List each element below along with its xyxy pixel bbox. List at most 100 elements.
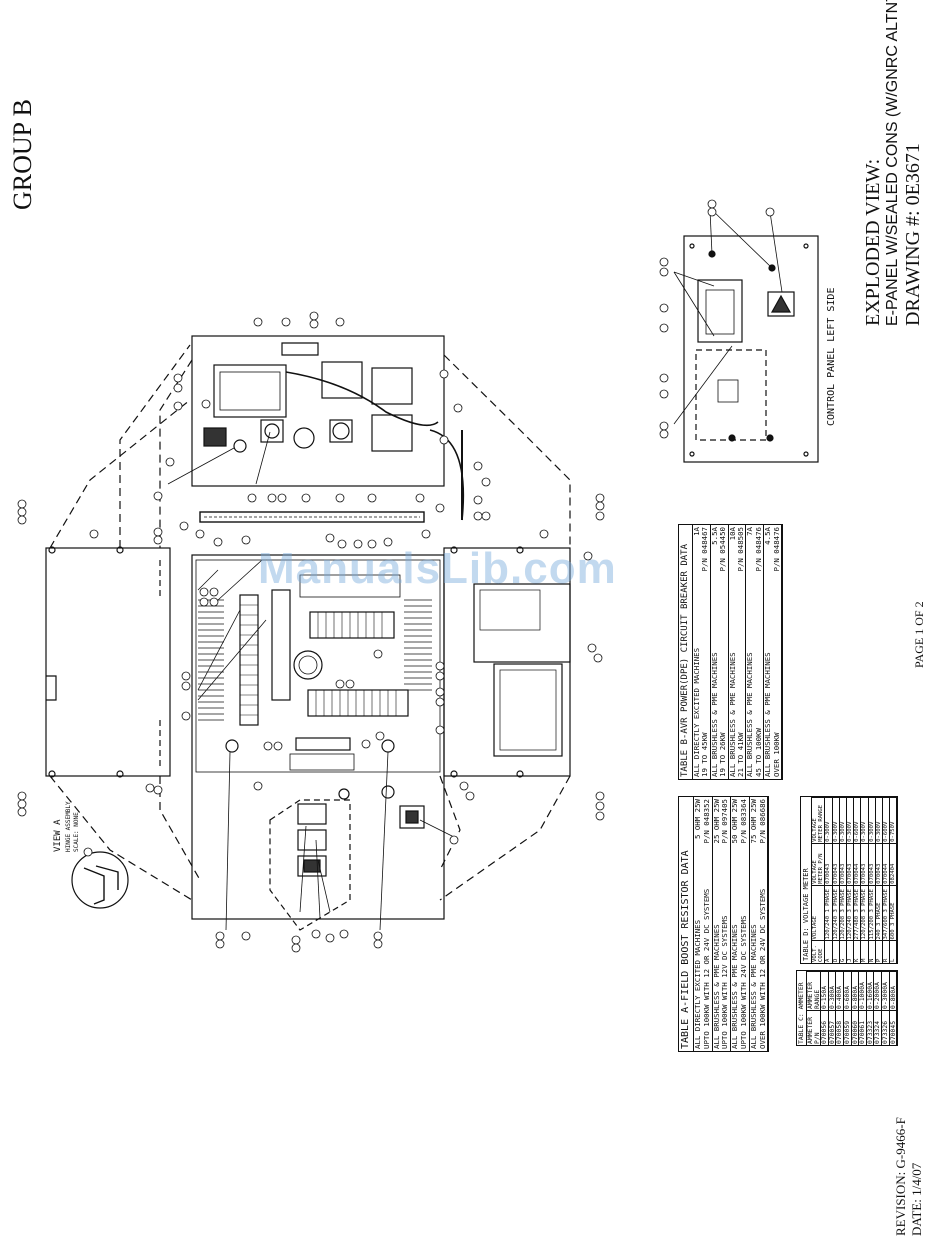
table-cell: P/N 097405 <box>720 799 730 844</box>
table-cell: 070043 <box>875 842 883 885</box>
table-a: TABLE A-FIELD BOOST RESISTOR DATA ALL DI… <box>678 796 770 1052</box>
table-cell: 070043 <box>825 842 832 885</box>
table-cell: 070044 <box>854 842 861 885</box>
terminal-strip-upper <box>213 364 287 418</box>
table-cell: OVER 100KW <box>771 732 781 778</box>
table-cell: 0-300V <box>875 796 883 843</box>
table-b: TABLE B-AVR POWER(DPE) CIRCUIT BREAKER D… <box>678 524 784 780</box>
table-cell: UPTO 100KW WITH 24V DC SYSTEMS <box>738 915 748 1050</box>
table-cell: P/N 048505 <box>736 527 746 572</box>
table-cell: 070043 <box>868 842 875 885</box>
table-cell: 0-400A <box>836 971 843 1010</box>
heat-sink-left <box>198 599 224 721</box>
rotary-switch <box>293 650 323 680</box>
table-cell: 0-300V <box>832 796 839 843</box>
table-cell: 070043 <box>832 842 839 885</box>
watermark: ManualsLib.com <box>258 544 617 593</box>
table-cell: 19 TO 45KW <box>700 732 710 778</box>
vertical-rail <box>271 589 291 701</box>
table-cell: 070043 <box>861 842 868 885</box>
table-cell: 070060 <box>851 1010 859 1045</box>
indicator-box <box>695 349 767 441</box>
table-cell: M <box>861 940 868 963</box>
table-header-cell: VOLTAGE <box>812 884 825 941</box>
table-cell: L <box>890 940 897 963</box>
table-cell: 0-3000A <box>881 971 889 1010</box>
table-cell: 070058 <box>836 1010 843 1045</box>
table-cell: P/N 083364 <box>738 799 748 844</box>
table-cell: A <box>825 940 832 963</box>
table-header-cell: AMMETER RANGE <box>806 971 821 1010</box>
heat-sink-right <box>404 599 432 691</box>
relay-1 <box>321 361 363 399</box>
table-cell: 070043 <box>847 842 854 885</box>
table-cell: 070057 <box>828 1010 836 1045</box>
table-cell: 0-600V <box>854 796 861 843</box>
hinge-detail <box>71 851 129 909</box>
callout-balloons <box>17 199 775 953</box>
table-cell: 0-300V <box>861 796 868 843</box>
table-cell: 21 TO 41KW <box>736 732 746 778</box>
table-a-title: TABLE A-FIELD BOOST RESISTOR DATA <box>679 797 694 1051</box>
gauge-box <box>697 279 743 343</box>
table-cell: 0-300V <box>868 796 875 843</box>
relay-2 <box>371 367 413 405</box>
table-cell: K <box>854 940 861 963</box>
table-cell: 070043 <box>839 842 847 885</box>
table-header-cell: AMMETER P/N <box>806 1010 821 1045</box>
table-cell: 0-1600A <box>866 971 874 1010</box>
table-cell: 0-600A <box>843 971 851 1010</box>
table-cell: 073323 <box>866 1010 874 1045</box>
table-cell: UPTO 100KW WITH 12V DC SYSTEMS <box>720 915 730 1050</box>
table-cell: 0-800A <box>851 971 859 1010</box>
table-cell: 347/600 3 PHASE <box>883 884 890 941</box>
table-cell: P/N 048467 <box>700 527 710 572</box>
table-cell: 45 TO 100KW <box>753 728 763 777</box>
table-cell: D <box>832 940 839 963</box>
table-d-title: TABLE D: VOLTAGE METER <box>801 797 812 963</box>
control-panel-label: CONTROL PANEL LEFT SIDE <box>826 288 837 426</box>
table-cell: J <box>847 940 854 963</box>
table-cell: 277/480 3 PHASE <box>854 884 861 941</box>
table-cell: 0-800A <box>889 971 897 1010</box>
left-door <box>45 547 171 777</box>
table-cell: P/N 048476 <box>771 527 781 572</box>
terminal-strip-bottom <box>307 689 409 717</box>
table-cell: 240 3 PHASE <box>875 884 883 941</box>
table-cell: 120/208 3 PHASE <box>839 884 847 941</box>
table-cell: 0-150A <box>821 971 828 1010</box>
frequency-meter <box>297 855 327 877</box>
table-row: OVER 100KW P/N 048476 <box>771 525 783 779</box>
din-rail <box>199 511 425 523</box>
table-cell: 0-300V <box>839 796 847 843</box>
table-cell: OVER 100KW WITH 12 OR 24V DC SYSTEMS <box>757 888 767 1049</box>
view-a-label: VIEW A <box>53 819 63 852</box>
fan <box>329 419 353 443</box>
table-cell: 0-300V <box>847 796 854 843</box>
table-cell: 070061 <box>859 1010 866 1045</box>
control-panel-left-side <box>683 235 819 463</box>
table-cell: P/N 048352 <box>701 799 711 844</box>
table-cell: 0-2000A <box>874 971 881 1010</box>
table-cell: 070059 <box>843 1010 851 1045</box>
table-cell: 073324 <box>874 1010 881 1045</box>
table-cell: 0-750V <box>890 796 897 843</box>
voltmeter <box>297 829 327 851</box>
table-cell: 120/240 3 PHASE <box>832 884 839 941</box>
table-cell: 070056 <box>821 1010 828 1045</box>
table-cell: P/N 048476 <box>753 527 763 572</box>
table-cell: 0-300V <box>825 796 832 843</box>
